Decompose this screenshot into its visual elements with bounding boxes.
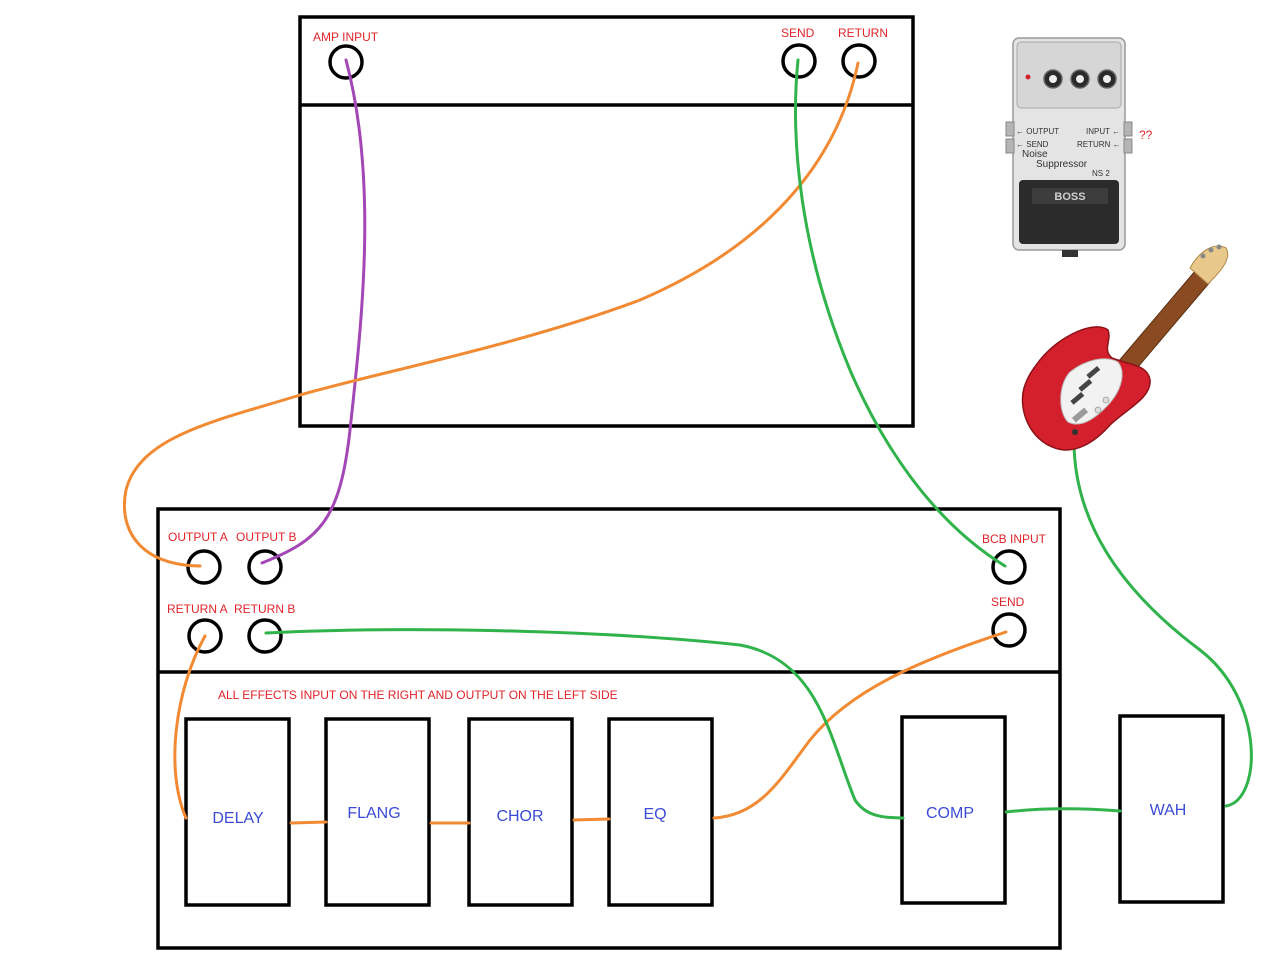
effect-flang-label: FLANG xyxy=(347,805,400,822)
pedal-input-label: INPUT ← xyxy=(1086,127,1120,136)
effect-eq-label: EQ xyxy=(643,806,666,823)
pedal-output-label: ← OUTPUT xyxy=(1016,127,1059,136)
pedal-return-label: RETURN ← xyxy=(1077,140,1121,149)
cable-return-a-to-delay xyxy=(173,634,207,820)
pedal-knob-3-cap xyxy=(1103,75,1111,83)
cable-flang-to-delay xyxy=(289,820,328,825)
amp-send-jack xyxy=(781,43,817,79)
return-b-label: RETURN B xyxy=(234,602,295,616)
switcher-send-jack xyxy=(991,612,1027,648)
guitar-pickup-2 xyxy=(1078,378,1093,392)
bcb-input-label: BCB INPUT xyxy=(982,532,1047,546)
amp-return-label: RETURN xyxy=(838,26,888,40)
pedal-control-panel xyxy=(1016,41,1122,109)
effect-delay-box xyxy=(184,717,291,907)
pedal-right-jack-2 xyxy=(1123,138,1133,154)
guitar-bridge xyxy=(1071,407,1089,423)
cable-amp-send-to-bcb-input xyxy=(794,58,1007,568)
pedal-model: NS 2 xyxy=(1092,169,1110,178)
output-a-label: OUTPUT A xyxy=(168,530,228,544)
effect-chor-box xyxy=(467,717,574,907)
pedal-power-jack xyxy=(1062,250,1078,257)
switcher-send-label: SEND xyxy=(991,595,1025,609)
amp-return-jack xyxy=(841,43,877,79)
bcb-input-jack xyxy=(991,549,1027,585)
guitar-knob-2 xyxy=(1102,396,1110,404)
guitar-neck xyxy=(1117,269,1211,375)
effect-comp-box xyxy=(900,715,1007,905)
effect-flang-box xyxy=(324,717,431,907)
effect-chor-label: CHOR xyxy=(496,808,543,825)
pedal-led xyxy=(1025,74,1031,80)
amp-input-label: AMP INPUT xyxy=(313,30,379,44)
amp-input-jack xyxy=(328,44,364,80)
cable-wah-to-comp xyxy=(1004,807,1122,814)
effects-note: ALL EFFECTS INPUT ON THE RIGHT AND OUTPU… xyxy=(218,688,618,702)
amp-body xyxy=(298,15,915,428)
cable-comp-to-return-b xyxy=(264,628,905,820)
pedal-name-line2: Suppressor xyxy=(1036,159,1088,170)
pedal-knob-2-cap xyxy=(1076,75,1084,83)
pedal-left-jack-2 xyxy=(1005,138,1015,154)
output-b-label: OUTPUT B xyxy=(236,530,296,544)
guitar-pickup-1 xyxy=(1086,365,1101,379)
cable-send-to-eq xyxy=(712,630,1008,820)
electric-guitar xyxy=(1021,244,1229,451)
guitar-headstock xyxy=(1189,245,1229,285)
noise-suppressor-pedal: ← OUTPUT ← SEND INPUT ← RETURN ← Noise S… xyxy=(1005,37,1153,257)
effect-delay-label: DELAY xyxy=(212,810,264,827)
cable-guitar-to-wah xyxy=(1072,433,1253,808)
switcher-unit: OUTPUT A OUTPUT B RETURN A RETURN B BCB … xyxy=(156,507,1225,950)
pedal-brand: BOSS xyxy=(1054,191,1085,203)
pedal-question-marks: ?? xyxy=(1139,128,1153,142)
effect-wah-box xyxy=(1118,714,1225,904)
return-a-label: RETURN A xyxy=(167,602,228,616)
effect-comp-label: COMP xyxy=(926,805,974,822)
guitar-tuner-2 xyxy=(1208,247,1214,253)
return-a-jack xyxy=(187,618,223,654)
cable-eq-to-chor xyxy=(572,817,611,822)
amp-send-label: SEND xyxy=(781,26,815,40)
cables xyxy=(123,58,1253,825)
cable-amp-return-to-output-a xyxy=(123,61,860,568)
guitar-pickup-3 xyxy=(1070,391,1085,405)
guitar-knob-1 xyxy=(1094,406,1102,414)
effect-eq-box xyxy=(607,717,714,907)
amp-head: AMP INPUT SEND RETURN xyxy=(298,15,915,428)
guitar-output-jack xyxy=(1072,429,1078,435)
cable-output-b-to-amp-input xyxy=(260,58,367,565)
guitar-tuner-3 xyxy=(1216,244,1222,250)
guitar-tuner-1 xyxy=(1200,253,1206,259)
pedal-knob-1-cap xyxy=(1049,75,1057,83)
output-a-jack xyxy=(186,549,222,585)
effect-wah-label: WAH xyxy=(1150,802,1187,819)
pedal-name-line1: Noise xyxy=(1022,149,1048,160)
output-b-jack xyxy=(247,549,283,585)
pedal-brand-plate xyxy=(1032,188,1108,204)
guitar-pickguard xyxy=(1060,358,1123,425)
pedal-right-jack-1 xyxy=(1123,121,1133,137)
pedal-send-label: ← SEND xyxy=(1016,140,1049,149)
pedal-left-jack-1 xyxy=(1005,121,1015,137)
return-b-jack xyxy=(247,618,283,654)
